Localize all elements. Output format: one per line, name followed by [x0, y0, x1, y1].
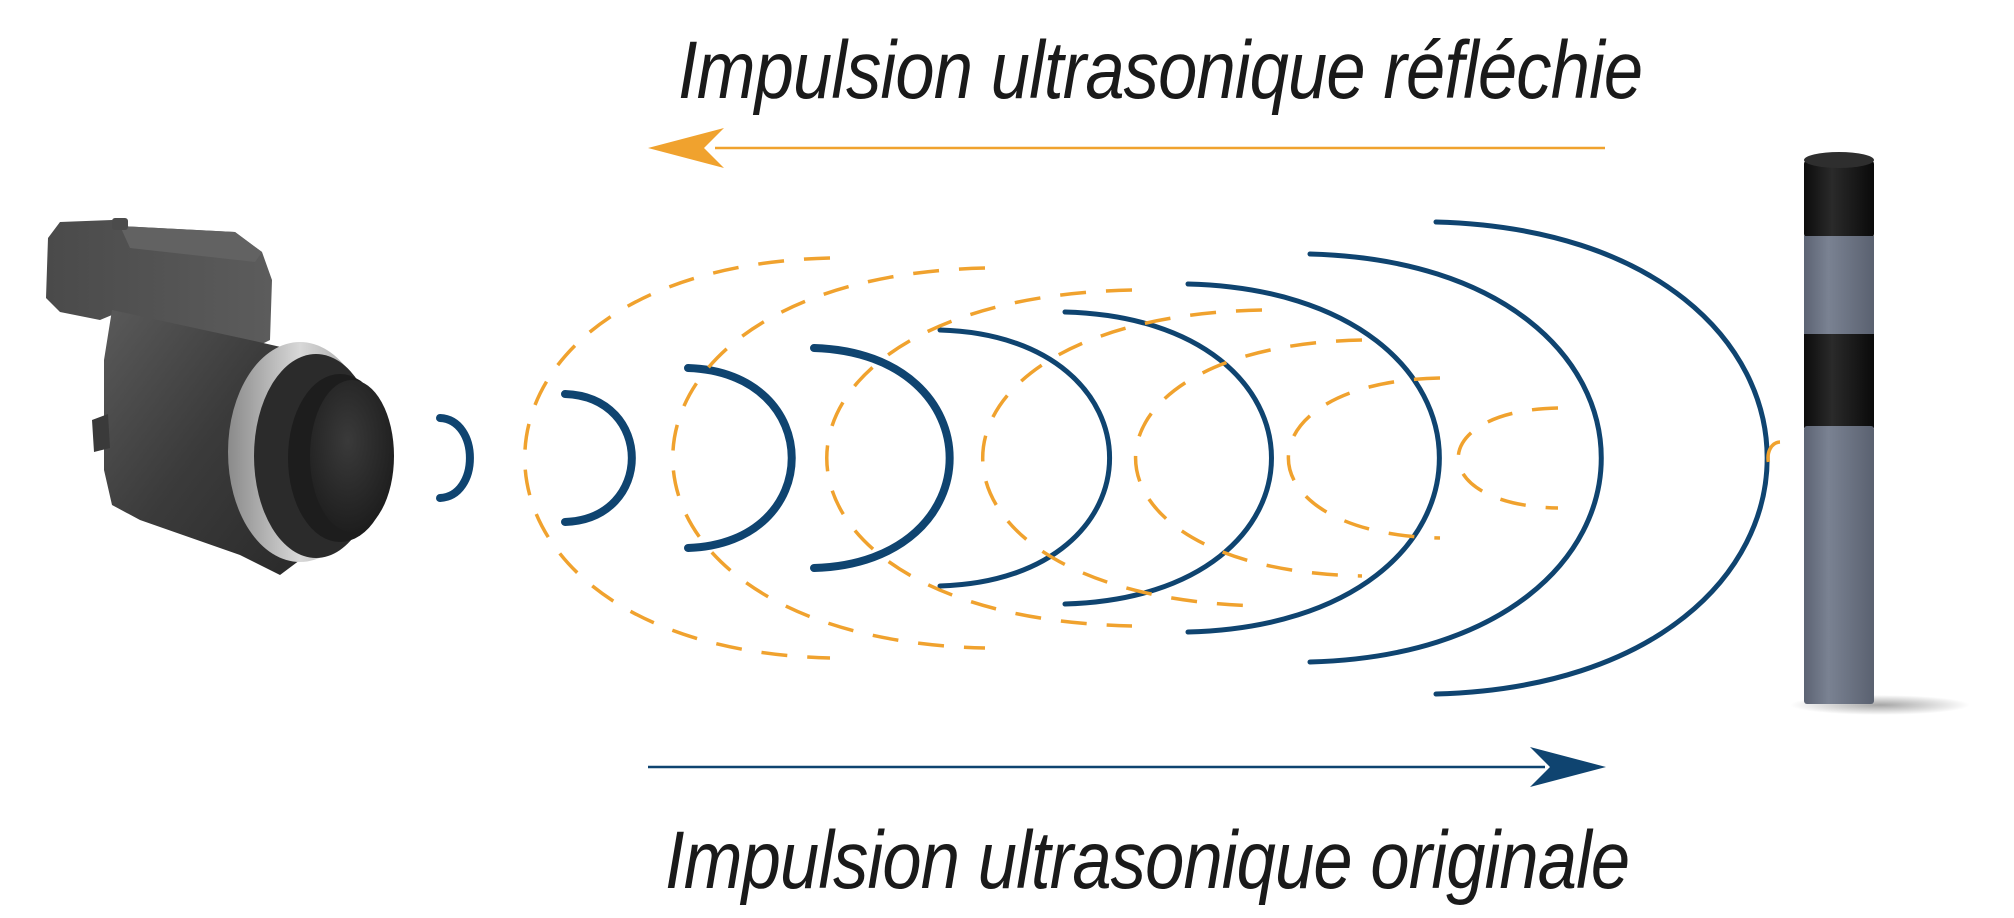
- original-pulse-arc: [1185, 281, 1442, 635]
- parking-sensor-icon: [46, 218, 394, 575]
- original-pulse-arc: [937, 327, 1112, 589]
- original-pulse-waves: [436, 219, 1770, 697]
- arrow-right-icon: [648, 747, 1606, 787]
- reflected-pulse-arc: [671, 266, 986, 650]
- original-pulse-arc: [1062, 309, 1274, 607]
- reflected-pulse-arc: [1456, 406, 1559, 510]
- original-pulse-arc: [1307, 251, 1604, 665]
- reflected-pulse-waves: [523, 256, 1781, 660]
- reflected-pulse-arc: [1766, 440, 1781, 476]
- original-pulse-arc: [810, 344, 954, 572]
- reflected-pulse-arc: [1134, 338, 1363, 578]
- reflected-pulse-label: Impulsion ultrasonique réfléchie: [678, 25, 1643, 116]
- reflected-pulse-arc: [523, 256, 831, 660]
- reflected-pulse-arc: [1286, 376, 1441, 540]
- reflected-pulse-arc: [981, 308, 1263, 608]
- original-pulse-arc: [684, 364, 796, 552]
- reflected-pulse-arc: [825, 288, 1133, 628]
- original-pulse-arc: [561, 390, 636, 526]
- original-pulse-arc: [436, 414, 474, 502]
- bollard-post-icon: [1790, 152, 1970, 715]
- original-pulse-label: Impulsion ultrasonique originale: [665, 815, 1630, 906]
- arrow-left-icon: [648, 128, 1605, 168]
